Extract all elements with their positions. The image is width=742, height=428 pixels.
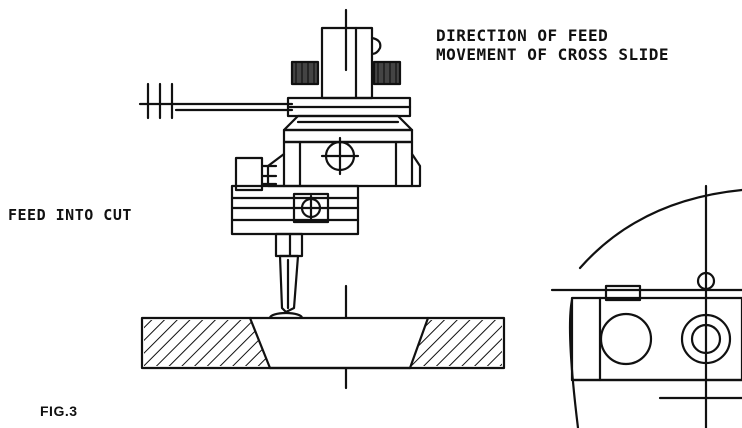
workpiece [140,316,506,370]
dial-indicator [138,82,294,120]
end-view-drawing [550,184,742,428]
boring-bar [268,232,304,325]
clamp-blocks [290,60,402,86]
spindle-collar [286,96,412,118]
spindle-shank [320,26,382,100]
label-movement-of-cross-slide: MOVEMENT OF CROSS SLIDE [436,45,670,64]
label-direction-of-feed: DIRECTION OF FEED [436,26,609,45]
label-feed-into-cut: FEED INTO CUT [8,206,132,224]
figure-number: FIG.3 [40,403,78,419]
cross-slide [230,156,360,236]
boring-head-body [266,114,422,188]
